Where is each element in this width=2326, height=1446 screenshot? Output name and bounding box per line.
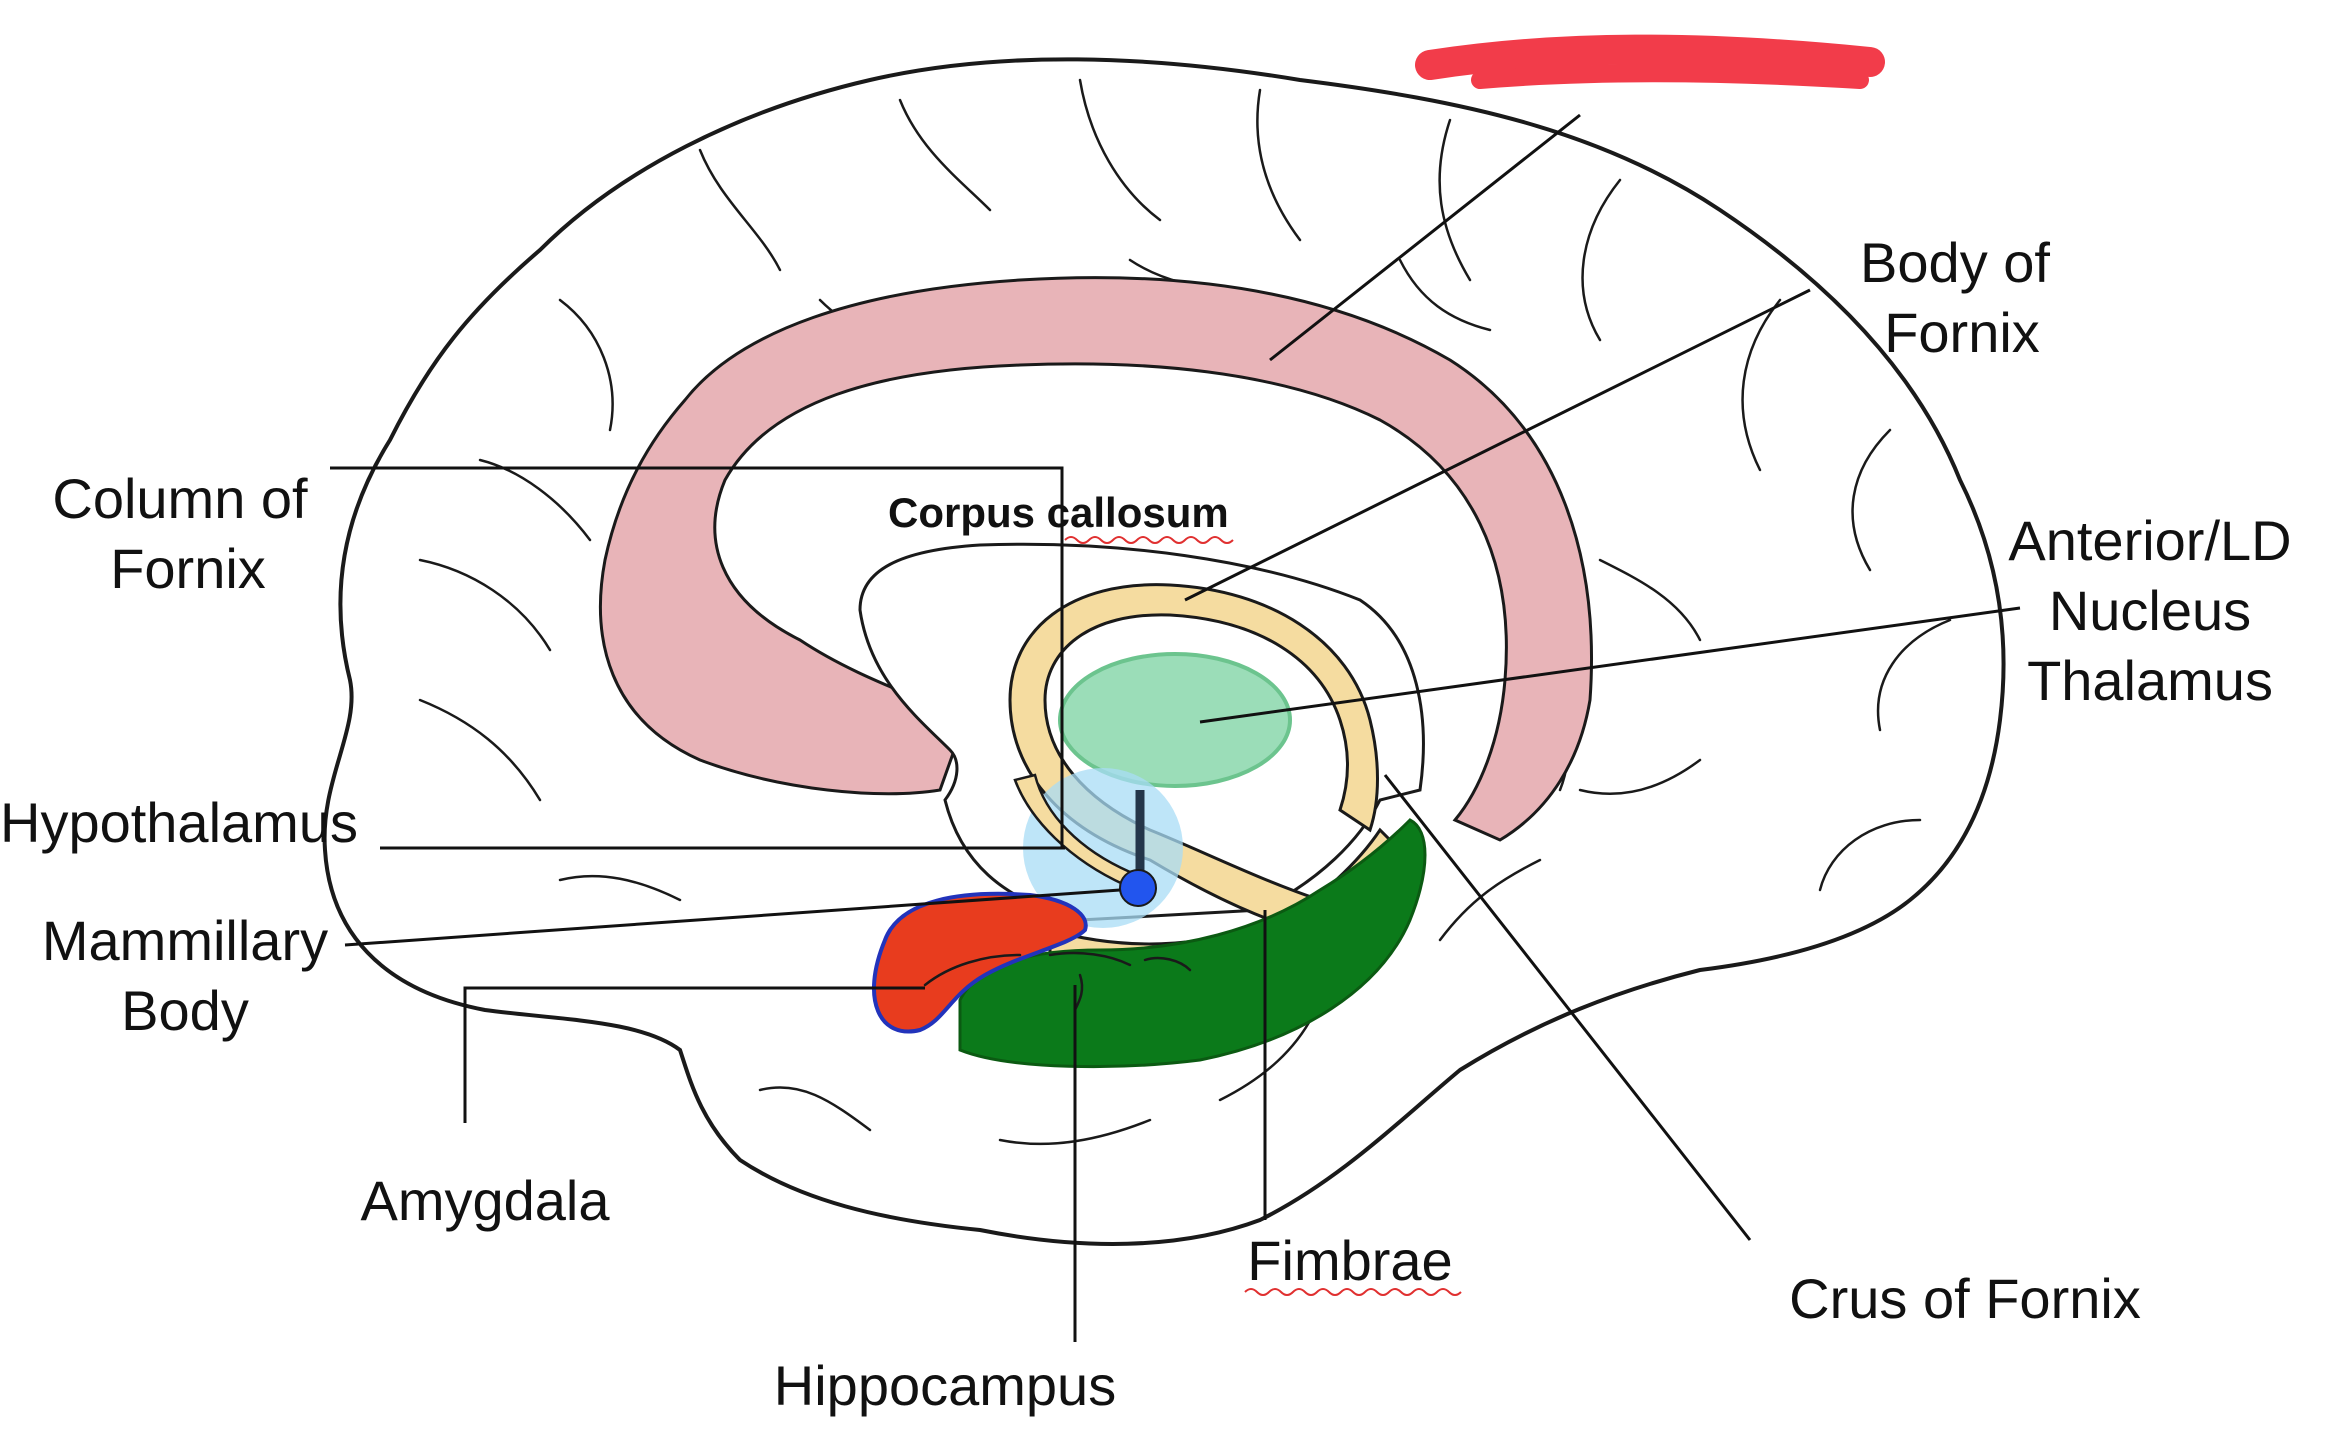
spellcheck-callosum bbox=[1064, 536, 1234, 544]
label-body-of-fornix-line1: Body of bbox=[1860, 231, 2050, 294]
label-hippocampus: Hippocampus bbox=[774, 1354, 1116, 1417]
label-hypothalamus: Hypothalamus bbox=[0, 791, 358, 854]
label-anterior-nucleus-line3: Thalamus bbox=[2027, 649, 2273, 712]
spellcheck-fimbrae bbox=[1244, 1288, 1462, 1296]
redaction-mark bbox=[1415, 34, 1885, 89]
corpus-callosum-shape bbox=[599, 276, 1593, 842]
label-amygdala: Amygdala bbox=[360, 1169, 610, 1232]
label-fimbrae: Fimbrae bbox=[1247, 1229, 1452, 1292]
label-mammillary-line2: Body bbox=[121, 979, 249, 1042]
leader-lines bbox=[330, 113, 2021, 1342]
label-anterior-nucleus-line2: Nucleus bbox=[2049, 579, 2251, 642]
label-column-of-fornix-line2: Fornix bbox=[110, 537, 266, 600]
label-body-of-fornix-line2: Fornix bbox=[1884, 301, 2040, 364]
label-column-of-fornix-line1: Column of bbox=[52, 467, 308, 530]
label-mammillary-line1: Mammillary bbox=[42, 909, 328, 972]
amygdala-shape bbox=[871, 891, 1088, 1034]
label-corpus-callosum: Corpus callosum bbox=[888, 489, 1229, 536]
gyri-lines bbox=[418, 78, 1952, 1146]
anterior-thalamus-shape bbox=[1058, 652, 1292, 788]
label-anterior-nucleus-line1: Anterior/LD bbox=[2008, 509, 2291, 572]
fornix-shape bbox=[1008, 583, 1379, 932]
label-crus-of-fornix: Crus of Fornix bbox=[1789, 1267, 2141, 1330]
mammillary-body-shape bbox=[1119, 869, 1157, 907]
amygdala-crease bbox=[923, 953, 1022, 987]
